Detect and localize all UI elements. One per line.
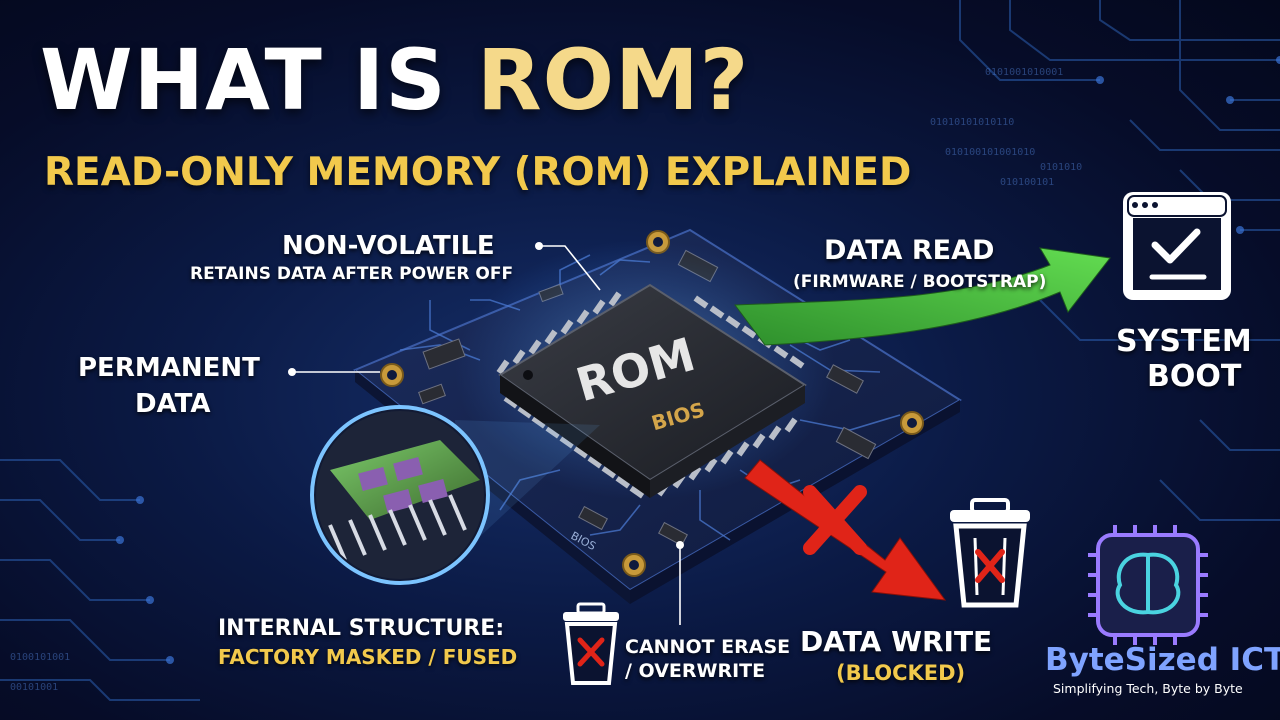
- non-volatile-desc: RETAINS DATA AFTER POWER OFF: [190, 264, 514, 284]
- cannot-erase-line2: / OVERWRITE: [625, 660, 766, 682]
- svg-text:010100101001010: 010100101001010: [945, 147, 1035, 158]
- title-main: WHAT IS: [40, 31, 477, 129]
- svg-text:01010101010110: 01010101010110: [930, 117, 1014, 128]
- blocked-x-icon: [803, 485, 867, 555]
- brain-chip-icon: [1088, 525, 1208, 645]
- system-boot-line1: SYSTEM: [1116, 324, 1252, 359]
- svg-text:00101001: 00101001: [10, 682, 58, 693]
- page-title: WHAT IS ROM?: [40, 38, 749, 122]
- system-boot-line2: BOOT: [1147, 359, 1242, 394]
- brand-name: ByteSized ICT: [1045, 642, 1280, 678]
- data-read-title: DATA READ: [824, 235, 995, 266]
- boot-window-icon: [1123, 192, 1231, 300]
- small-trash-blocked-icon: [563, 602, 619, 685]
- title-accent: ROM?: [476, 31, 750, 129]
- permanent-line1: PERMANENT: [78, 353, 260, 383]
- internal-structure-desc: FACTORY MASKED / FUSED: [218, 645, 518, 669]
- svg-text:0101010: 0101010: [1040, 162, 1082, 173]
- data-write-desc: (BLOCKED): [836, 661, 966, 685]
- data-read-arrow: [734, 247, 1111, 346]
- data-write-title: DATA WRITE: [800, 625, 993, 658]
- page-subtitle: READ-ONLY MEMORY (ROM) EXPLAINED: [44, 150, 912, 195]
- internal-structure-title: INTERNAL STRUCTURE:: [218, 616, 505, 641]
- svg-text:010100101: 010100101: [1000, 177, 1054, 188]
- non-volatile-title: NON-VOLATILE: [282, 231, 495, 261]
- permanent-line2: DATA: [135, 389, 211, 419]
- svg-text:0100101001: 0100101001: [10, 652, 70, 663]
- trash-blocked-icon: [950, 498, 1030, 608]
- internal-structure-magnifier: [310, 405, 600, 585]
- brand-tagline: Simplifying Tech, Byte by Byte: [1053, 681, 1243, 696]
- data-read-desc: (FIRMWARE / BOOTSTRAP): [793, 272, 1047, 292]
- cannot-erase-line1: CANNOT ERASE: [625, 636, 791, 658]
- svg-text:0101001010001: 0101001010001: [985, 67, 1063, 78]
